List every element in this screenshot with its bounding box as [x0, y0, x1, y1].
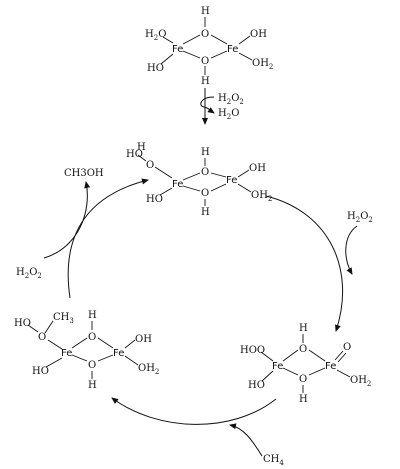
- start-bond-fe-o-bot-r: [210, 50, 228, 59]
- right-hoo-left: HOO: [240, 345, 265, 356]
- left-o-top: O: [88, 332, 96, 343]
- top-bond-ho-o: [137, 154, 147, 162]
- cycle-arrow-right-to-left: [111, 397, 277, 425]
- top-h-top: H: [201, 147, 210, 158]
- start-fe-right: Fe: [227, 44, 238, 55]
- left-o-methyl: O: [38, 332, 46, 343]
- top-ho-left: HO: [146, 194, 163, 205]
- left-oh2-right: OH2: [138, 363, 159, 376]
- start-h2o-left: H2O: [145, 29, 166, 42]
- right-ho-left: HO: [248, 380, 265, 391]
- start-bond-fe-o-top-r: [210, 34, 228, 45]
- left-bond-fe-o-bot-l: [71, 354, 88, 362]
- top-hooh-h: H: [137, 142, 146, 153]
- right-fe-right: Fe: [325, 361, 336, 372]
- left-ho-left: HO: [32, 366, 49, 377]
- right-bond-hoo-fe: [260, 351, 274, 362]
- left-bond-ho-o: [27, 324, 39, 333]
- start-o-top: O: [201, 29, 209, 40]
- left-h-top: H: [88, 310, 97, 321]
- right-bond-fe-oxo-2: [337, 352, 347, 363]
- left-bond-fe-o-bot-r: [97, 354, 114, 362]
- left-bond-fe-oh: [124, 339, 136, 349]
- left-bond-o-fe: [47, 339, 63, 350]
- left-bond-fe-oh2: [124, 355, 139, 366]
- top-hooh-o: O: [146, 160, 154, 171]
- top-bond-fe-o-top-l: [182, 172, 201, 181]
- start-h-top: H: [201, 6, 210, 17]
- start-diiron-complex: H O Fe Fe O H H2O HO OH OH2: [145, 6, 273, 87]
- left-o-bottom: O: [88, 360, 96, 371]
- top-o-top: O: [201, 167, 209, 178]
- methoxy-complex: H O Fe Fe O H HO O CH3 HO OH OH2: [14, 310, 159, 391]
- reagent-ch4: CH4: [263, 454, 284, 467]
- right-oxo: O: [343, 342, 351, 353]
- right-bond-fe-oh2: [336, 369, 351, 378]
- reagent-h2o2-left: H2O2: [16, 267, 42, 280]
- top-fe-left: Fe: [172, 179, 183, 190]
- left-ho-methyl: HO: [14, 318, 31, 329]
- top-bond-fe-o-bot-r: [210, 183, 227, 192]
- cycle-arrow-top-to-right: [265, 195, 344, 332]
- activation-curl: [200, 96, 215, 114]
- activation-arrow: H2O2 H2O: [200, 88, 244, 125]
- reagent-ch3oh: CH3OH: [64, 168, 104, 179]
- right-bond-ho-fe: [261, 370, 274, 382]
- start-bond-fe-o-bot-l: [182, 50, 201, 59]
- left-ch3: CH3: [53, 312, 74, 325]
- right-o-top: O: [299, 344, 307, 355]
- left-oh-right: OH: [135, 334, 152, 345]
- top-bond-fe-oh2: [237, 183, 252, 193]
- right-fe-left: Fe: [272, 361, 283, 372]
- start-bond-fe-oh: [238, 35, 251, 45]
- top-bond-fe-o-bot-l: [182, 185, 201, 192]
- right-bond-fe-o-bot-r: [308, 367, 326, 376]
- start-bond-ho-fe: [160, 53, 174, 65]
- start-bond-h2o-fe: [162, 36, 174, 44]
- top-hooh-ho: HO: [126, 149, 143, 160]
- reagent-h2o2-in-top: H2O2: [218, 93, 244, 106]
- start-oh2-right: OH2: [252, 58, 273, 71]
- ferryl-complex: H O Fe Fe O H HOO HO O OH2: [240, 323, 371, 405]
- right-o-bottom: O: [299, 374, 307, 385]
- left-fe-right: Fe: [113, 348, 124, 359]
- top-oh-right: OH: [249, 163, 266, 174]
- left-bond-fe-o-top-l: [71, 337, 88, 349]
- hydroperoxo-complex: H O Fe Fe O H HO O H HO OH OH2: [126, 142, 272, 218]
- top-bond-fe-o-top-r: [210, 172, 227, 178]
- start-h-bottom: H: [201, 76, 210, 87]
- top-bond-ho-fe: [159, 187, 173, 196]
- right-h-bottom: H: [299, 394, 308, 405]
- right-oh2-right: OH2: [350, 375, 371, 388]
- top-oh2-right: OH2: [251, 190, 272, 203]
- cycle-arrow-left-to-top: [67, 178, 149, 299]
- top-o-bottom: O: [201, 188, 209, 199]
- right-bond-fe-oxo-1: [334, 350, 344, 361]
- left-bond-o-ch3: [44, 320, 54, 334]
- left-h-bottom: H: [88, 380, 97, 391]
- start-ho-left: HO: [147, 63, 164, 74]
- start-bond-fe-o-top-l: [182, 34, 201, 45]
- top-bond-fe-oh: [237, 169, 250, 178]
- ch4-input-curve: [229, 423, 263, 457]
- start-bond-fe-oh2: [238, 52, 253, 61]
- reagent-h2o2-right: H2O2: [347, 211, 373, 224]
- ch3oh-h2o2-exchange-curve: [43, 181, 91, 259]
- start-oh-right: OH: [250, 29, 267, 40]
- top-h-bottom: H: [201, 207, 210, 218]
- h2o2-input-curve-right: [345, 225, 358, 275]
- right-h-top: H: [299, 323, 308, 334]
- top-bond-o-fe: [154, 166, 173, 179]
- start-o-bottom: O: [201, 56, 209, 67]
- right-bond-fe-o-bot-l: [282, 367, 299, 376]
- right-bond-fe-o-top-l: [282, 349, 299, 362]
- start-fe-left: Fe: [172, 44, 183, 55]
- left-bond-fe-o-top-r: [97, 337, 114, 349]
- right-bond-fe-o-top-r: [308, 349, 326, 362]
- left-fe-left: Fe: [61, 348, 72, 359]
- left-bond-ho-fe: [45, 357, 63, 368]
- top-fe-right: Fe: [226, 175, 237, 186]
- reagent-h2o-out: H2O: [218, 108, 239, 121]
